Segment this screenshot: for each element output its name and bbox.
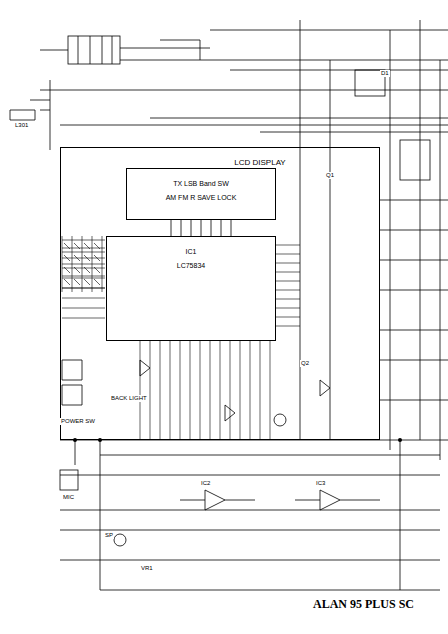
part-text: IC1 [113,247,269,257]
section-heading: LCD DISPLAY [234,158,285,168]
part-label: BACK LIGHT [110,395,148,402]
part-text: LC75834 [113,261,269,271]
part-label: IC3 [315,480,326,487]
part-label: POWER SW [60,418,96,425]
part-text: TX LSB Band SW [133,179,269,189]
lcd-panel-frame: LCD DISPLAY TX LSB Band SW AM FM R SAVE LO… [60,147,380,440]
bus-connector [171,220,231,236]
part-label: Q2 [300,360,310,367]
part-text: AM FM R SAVE LOCK [133,193,269,203]
lcd-glass: TX LSB Band SW AM FM R SAVE LOCK [126,168,276,220]
part-label: L301 [14,122,29,129]
part-label: VR1 [140,565,154,572]
part-label: MIC [62,494,75,501]
part-label: IC2 [200,480,211,487]
part-label: SP [104,532,114,539]
part-label: D1 [380,70,390,77]
drawing-title: ALAN 95 PLUS SC [312,597,415,611]
part-label: Q1 [325,172,335,179]
ic-chip: IC1LC75834 [106,236,276,341]
